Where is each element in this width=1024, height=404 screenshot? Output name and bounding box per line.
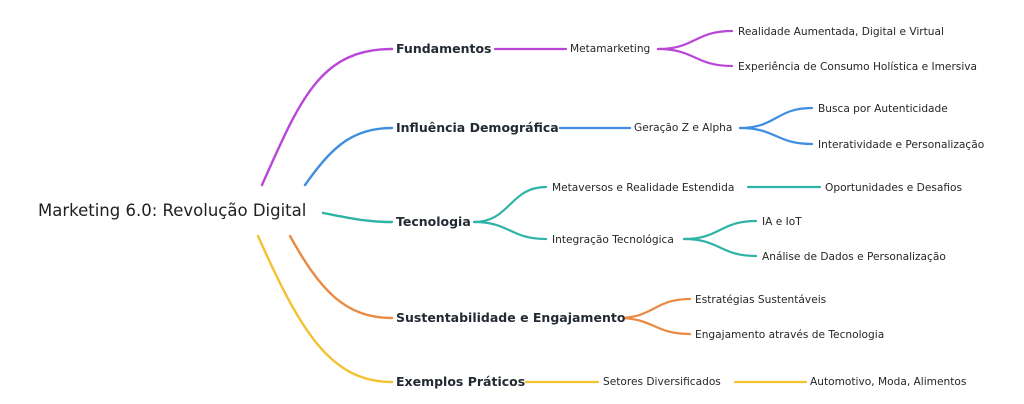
leaf-analise-dados: Análise de Dados e Personalização xyxy=(762,249,946,265)
leaf-realidade-aumentada: Realidade Aumentada, Digital e Virtual xyxy=(738,24,944,40)
leaf-interatividade: Interatividade e Personalização xyxy=(818,137,985,153)
link-tecnologia-metaversos xyxy=(472,185,548,224)
branch-influencia-label: Influência Demográfica xyxy=(396,120,559,136)
link-geracao-interatividade xyxy=(738,126,814,146)
node-estrategias-sustentaveis: Estratégias Sustentáveis xyxy=(695,292,827,308)
leaf-ia-iot: IA e IoT xyxy=(762,214,802,230)
link-root-influencia xyxy=(303,126,394,187)
root-node xyxy=(26,190,322,234)
node-setores-diversificados: Setores Diversificados xyxy=(603,374,721,390)
link-tecnologia-integracao xyxy=(472,220,548,241)
root-label: Marketing 6.0: Revolução Digital xyxy=(38,201,307,220)
leaf-automotivo-moda: Automotivo, Moda, Alimentos xyxy=(810,374,967,390)
branch-sustentabilidade-label: Sustentabilidade e Engajamento xyxy=(396,310,626,326)
link-root-exemplos xyxy=(256,234,394,384)
leaf-experiencia-consumo: Experiência de Consumo Holística e Imers… xyxy=(738,59,978,75)
node-integracao-tecnologica: Integração Tecnológica xyxy=(552,232,674,248)
node-metamarketing: Metamarketing xyxy=(570,41,651,57)
node-geracao-z-alpha: Geração Z e Alpha xyxy=(634,120,733,136)
branch-fundamentos-label: Fundamentos xyxy=(396,41,492,57)
link-sustentabilidade-engajamento xyxy=(616,316,692,336)
leaf-oportunidades-desafios: Oportunidades e Desafios xyxy=(825,180,963,196)
leaf-busca-autenticidade: Busca por Autenticidade xyxy=(818,101,948,117)
link-metamarketing-realidade xyxy=(656,29,734,51)
node-metaversos: Metaversos e Realidade Estendida xyxy=(552,180,735,196)
branch-tecnologia-label: Tecnologia xyxy=(396,214,471,230)
link-sustentabilidade-estrategias xyxy=(616,297,692,320)
link-metamarketing-experiencia xyxy=(656,47,734,68)
link-root-tecnologia xyxy=(316,210,394,224)
node-engajamento-tecnologia: Engajamento através de Tecnologia xyxy=(695,327,885,343)
link-root-fundamentos xyxy=(260,47,394,187)
link-geracao-busca xyxy=(738,106,814,130)
link-integracao-ia xyxy=(682,219,758,241)
branch-exemplos-label: Exemplos Práticos xyxy=(396,374,526,390)
link-integracao-analise xyxy=(682,237,758,258)
link-root-sustentabilidade xyxy=(288,234,394,320)
